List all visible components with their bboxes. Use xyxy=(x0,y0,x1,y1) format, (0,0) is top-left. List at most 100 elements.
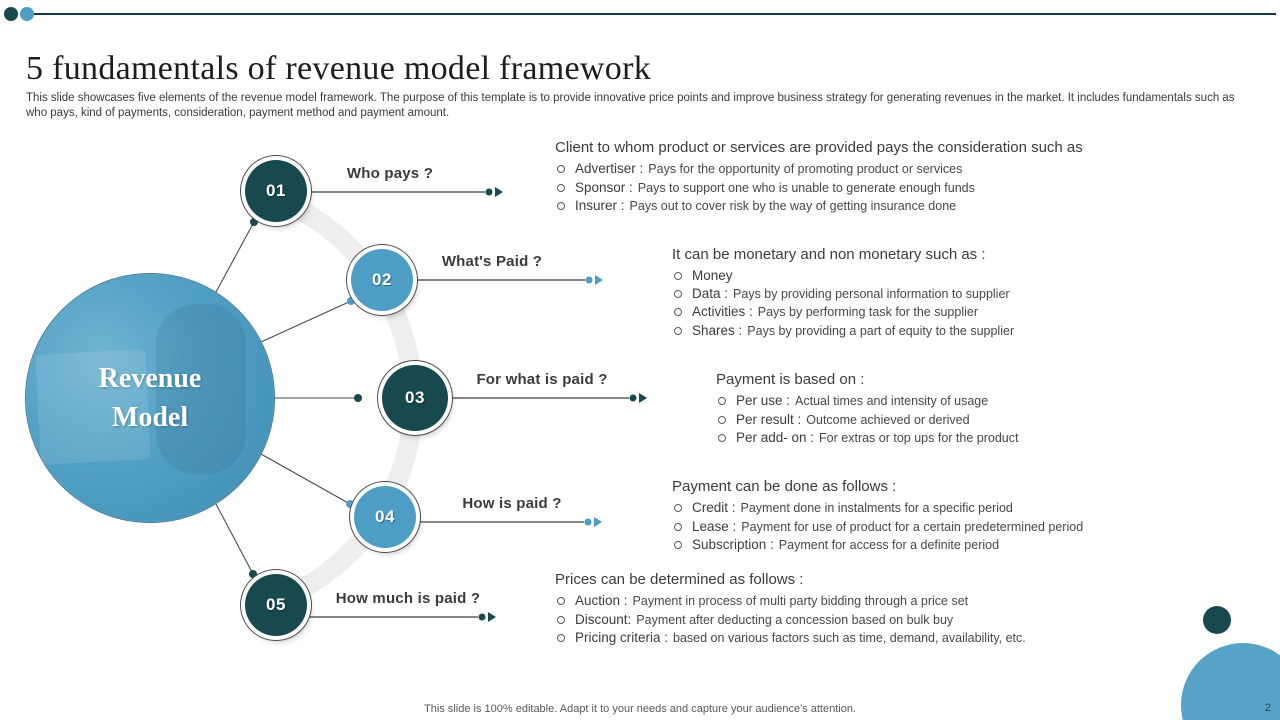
page-number: 2 xyxy=(1264,702,1271,714)
node-05: 05 xyxy=(245,574,307,636)
spoke-dot-3 xyxy=(354,394,362,402)
bullet-row: Per result :Outcome achieved or derived xyxy=(716,411,1156,430)
bullet-marker xyxy=(557,183,565,192)
detail-header: It can be monetary and non monetary such… xyxy=(672,246,986,263)
detail-header: Client to whom product or services are p… xyxy=(555,139,1083,156)
arrow-lines xyxy=(307,191,629,618)
bullet-marker xyxy=(718,434,726,442)
bullet-term: Insurer : xyxy=(575,198,625,213)
node-05-number: 05 xyxy=(266,595,286,614)
bullet-row: Data : Pays by providing personal informa… xyxy=(672,285,1152,304)
node-04-number: 04 xyxy=(375,507,395,526)
bullet-desc: Pays to support one who is unable to gen… xyxy=(637,180,975,195)
bullet-marker xyxy=(674,522,682,531)
bullet-term: Per use : xyxy=(736,393,791,408)
hub-label-line2: Model xyxy=(111,402,189,433)
slide-description: This slide showcases five elements of th… xyxy=(26,91,1235,120)
bullet-term: Credit : xyxy=(692,500,736,515)
bullet-desc: Payment done in instalments for a specif… xyxy=(740,501,1013,515)
bullet-row: Insurer : Pays out to cover risk by the w… xyxy=(555,197,1130,216)
bullet-marker xyxy=(674,541,682,549)
spoke-dot-2 xyxy=(347,297,355,305)
bullet-term: Sponsor : xyxy=(575,179,633,195)
bullet-desc: Pays for the opportunity of promoting pr… xyxy=(648,162,963,176)
bullet-desc: Pays by performing task for the supplier xyxy=(757,305,979,319)
bullet-term: Per add- on : xyxy=(736,430,815,445)
bullet-row: Shares : Pays by providing a part of equi… xyxy=(672,322,1152,341)
node-02-number: 02 xyxy=(372,270,392,289)
bullet-term: Discount: xyxy=(575,611,632,627)
question-how-is-paid: How is paid ? xyxy=(462,495,562,512)
arrow-heads xyxy=(478,187,647,622)
bullet-marker xyxy=(557,202,565,210)
bullet-row: Per add- on : For extras or top ups for t… xyxy=(716,429,1156,448)
hub-label-line1: Revenue xyxy=(98,363,202,394)
bullet-term: Advertiser : xyxy=(575,161,644,176)
node-04: 04 xyxy=(354,486,416,548)
corner-dark-dot xyxy=(1203,606,1231,634)
bullet-desc: Outcome achieved or derived xyxy=(806,412,970,427)
bullet-term: Data : xyxy=(692,285,729,301)
bullet-marker xyxy=(674,326,682,335)
spoke-dot-4 xyxy=(346,500,354,508)
bullet-marker xyxy=(557,165,565,173)
detail-block-4: Payment can be done as follows : Credit … xyxy=(672,478,1152,555)
bullet-desc: For extras or top ups for the product xyxy=(819,431,1019,445)
bullet-term: Pricing criteria : xyxy=(575,630,669,645)
bullet-term: Subscription : xyxy=(692,537,774,552)
bullet-desc: Payment for access for a definite period xyxy=(778,538,1000,552)
question-who-pays: Who pays ? xyxy=(346,165,434,182)
bullet-term: Auction : xyxy=(575,593,628,608)
bullet-desc: Pays out to cover risk by the way of get… xyxy=(629,199,957,213)
revenue-model-hub: Revenue Model xyxy=(26,274,274,522)
bullet-row: Discount: Payment after deducting a conce… xyxy=(555,611,1095,630)
bullet-desc: Pays by providing personal information t… xyxy=(733,286,1010,301)
bullet-row: Per use : Actual times and intensity of u… xyxy=(716,392,1156,411)
detail-block-2: It can be monetary and non monetary such… xyxy=(672,246,1152,340)
detail-header: Payment can be done as follows : xyxy=(672,478,897,495)
bullet-term: Money xyxy=(692,268,733,283)
detail-header: Payment is based on : xyxy=(716,371,865,388)
bullet-row: Pricing criteria : based on various facto… xyxy=(555,629,1095,648)
spoke-dot-5 xyxy=(249,570,257,578)
bullet-row: Subscription : Payment for access for a d… xyxy=(672,536,1152,555)
bullet-marker xyxy=(674,289,682,298)
bullet-marker xyxy=(557,597,565,605)
bullet-desc: Payment for use of product for a certain… xyxy=(741,519,1084,534)
top-left-blue-dot xyxy=(20,7,34,21)
detail-block-5: Prices can be determined as follows : Au… xyxy=(555,571,1095,648)
bullet-marker xyxy=(557,634,565,642)
detail-block-1: Client to whom product or services are p… xyxy=(555,139,1130,216)
bullet-marker xyxy=(718,415,726,424)
top-left-dark-dot xyxy=(4,7,18,21)
bullet-term: Lease : xyxy=(692,518,737,534)
bullet-row: Sponsor : Pays to support one who is unab… xyxy=(555,179,1130,198)
bullet-marker xyxy=(718,397,726,405)
bullet-term: Shares : xyxy=(692,322,743,338)
bullet-desc: Pays by providing a part of equity to th… xyxy=(747,323,1015,338)
bullet-marker xyxy=(674,504,682,512)
node-03-number: 03 xyxy=(405,388,425,407)
detail-block-3: Payment is based on : Per use : Actual ti… xyxy=(716,371,1156,448)
bullet-marker xyxy=(674,308,682,316)
node-02: 02 xyxy=(351,249,413,311)
bullet-row: Lease : Payment for use of product for a … xyxy=(672,518,1152,537)
corner-blue-circle xyxy=(1181,643,1280,720)
node-01: 01 xyxy=(245,160,307,222)
question-whats-paid: What's Paid ? xyxy=(441,253,543,270)
bullet-row: Activities : Pays by performing task for … xyxy=(672,303,1152,322)
bullet-desc: based on various factors such as time, d… xyxy=(673,631,1026,645)
question-how-much-is-paid: How much is paid ? xyxy=(335,590,481,607)
node-03: 03 xyxy=(382,365,448,431)
editable-note: This slide is 100% editable. Adapt it to… xyxy=(424,703,856,715)
bullet-marker xyxy=(557,615,565,624)
question-for-what-is-paid: For what is paid ? xyxy=(476,371,608,388)
hub-label: Revenue Model xyxy=(99,359,202,437)
bullet-row: Credit : Payment done in instalments for … xyxy=(672,499,1152,518)
bullet-row: Advertiser : Pays for the opportunity of … xyxy=(555,160,1130,179)
bullet-desc: Payment after deducting a concession bas… xyxy=(636,612,954,627)
bullet-desc: Payment in process of multi party biddin… xyxy=(632,594,969,608)
bullet-desc: Actual times and intensity of usage xyxy=(795,394,989,408)
detail-header: Prices can be determined as follows : xyxy=(555,571,804,588)
bullet-term: Activities : xyxy=(692,304,753,319)
